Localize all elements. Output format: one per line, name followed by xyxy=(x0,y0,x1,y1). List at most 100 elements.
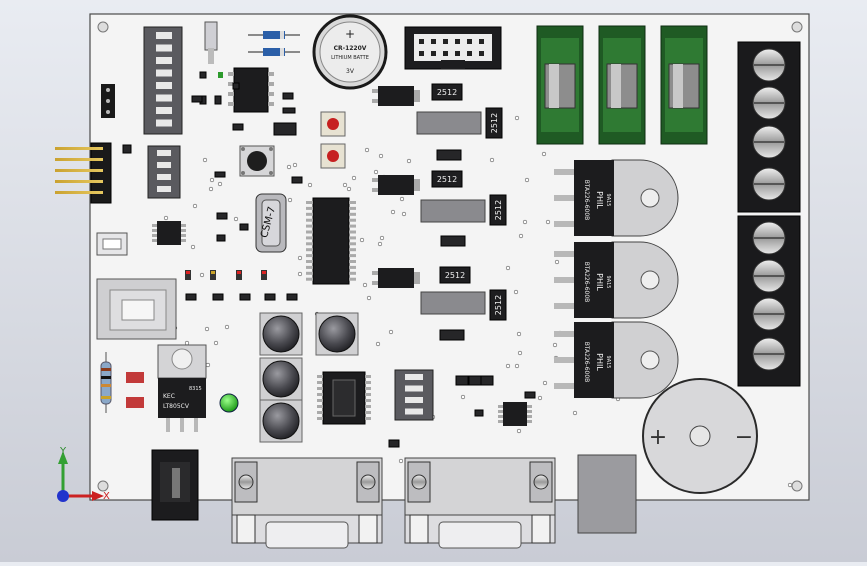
via xyxy=(537,395,543,401)
ic-pin xyxy=(365,381,371,384)
ic-pin xyxy=(498,405,503,408)
smd-part xyxy=(282,107,296,114)
status-led-green xyxy=(219,393,239,413)
via xyxy=(545,219,551,225)
via xyxy=(346,186,352,192)
ic-pin xyxy=(228,82,234,86)
box-pin xyxy=(455,39,460,44)
ic-pin xyxy=(181,234,186,237)
regulator-mark: 8315 xyxy=(189,386,202,392)
triac-lead xyxy=(554,221,574,227)
ic-pin xyxy=(349,248,356,252)
smd-led xyxy=(261,270,267,280)
ic-pin xyxy=(349,254,356,258)
smd-part xyxy=(455,375,469,386)
resistor-2512: 2512 xyxy=(485,107,503,139)
via xyxy=(217,181,223,187)
via xyxy=(388,329,394,335)
ic-pin xyxy=(527,415,532,418)
ic-pin xyxy=(365,375,371,378)
via xyxy=(516,331,522,337)
mount-hole xyxy=(97,480,109,492)
via xyxy=(351,175,357,181)
via xyxy=(213,340,219,346)
ic-pin xyxy=(181,239,186,242)
battery-type-label: LITHIUM BATTE xyxy=(331,55,369,61)
ic-pin xyxy=(306,265,313,269)
box-pin xyxy=(467,39,472,44)
smd-part xyxy=(474,409,484,417)
push-button xyxy=(239,145,275,177)
fuse-holder xyxy=(660,25,708,145)
dip-key xyxy=(156,107,172,114)
via xyxy=(398,458,404,464)
ic-pin xyxy=(527,420,532,423)
dip-switch-8 xyxy=(143,26,183,135)
header-pin xyxy=(55,158,103,161)
smd-inductor xyxy=(416,111,482,135)
mount-hole xyxy=(791,21,803,33)
dip-key xyxy=(156,32,172,39)
buzzer: + − xyxy=(642,378,758,494)
coin-battery: + CR-1220V LITHIUM BATTE 3V xyxy=(312,14,388,90)
smd-part xyxy=(480,375,494,386)
smd-part xyxy=(214,171,226,178)
box-pin xyxy=(419,39,424,44)
via xyxy=(307,182,313,188)
via xyxy=(199,272,205,278)
ic-pin xyxy=(306,218,313,222)
via xyxy=(224,324,230,330)
box-pin xyxy=(479,39,484,44)
axis-triad: Y X xyxy=(57,446,110,502)
via xyxy=(390,209,396,215)
crystal-can xyxy=(204,21,218,51)
smd-part xyxy=(232,82,240,90)
smd-part xyxy=(214,95,222,105)
electrolytic-cap xyxy=(259,312,303,356)
dip-key xyxy=(156,94,172,102)
dip-key xyxy=(156,57,172,64)
ic-pin xyxy=(152,239,157,242)
dip-key xyxy=(157,162,171,168)
ic-pin xyxy=(152,234,157,237)
resistor-marking: 2512 xyxy=(437,175,457,184)
smd-led-lens xyxy=(237,271,241,274)
header-pin xyxy=(55,169,103,172)
triac-brand: PHIL xyxy=(595,353,604,371)
via xyxy=(542,380,548,386)
box-pin xyxy=(431,39,436,44)
smd-part xyxy=(439,329,465,341)
smd-part xyxy=(291,176,303,184)
ic-pin xyxy=(152,229,157,232)
electrolytic-cap xyxy=(259,357,303,401)
triac-lead xyxy=(554,195,574,201)
via xyxy=(205,362,211,368)
ic-pin xyxy=(317,375,323,378)
ic-pin xyxy=(228,72,234,76)
via xyxy=(364,147,370,153)
ic-pin xyxy=(317,417,323,420)
via xyxy=(375,341,381,347)
smd-part xyxy=(239,223,249,231)
ic-pin xyxy=(365,387,371,390)
via xyxy=(541,151,547,157)
via xyxy=(552,342,558,348)
ic-pin xyxy=(181,224,186,227)
triac-part: BTA226-600B xyxy=(583,262,590,303)
smd-part xyxy=(273,122,297,136)
smd-part xyxy=(212,293,224,301)
relay-block xyxy=(577,454,637,534)
box-pin xyxy=(479,51,484,56)
via xyxy=(505,265,511,271)
resistor-marking: 2512 xyxy=(494,200,503,220)
ic-pin xyxy=(498,410,503,413)
electrolytic-cap xyxy=(259,399,303,443)
via xyxy=(204,326,210,332)
triac-brand: PHIL xyxy=(595,191,604,209)
via xyxy=(192,203,198,209)
buzzer-minus-label: − xyxy=(735,425,753,450)
ic-pin xyxy=(349,277,356,281)
dc-power-jack xyxy=(151,449,199,521)
